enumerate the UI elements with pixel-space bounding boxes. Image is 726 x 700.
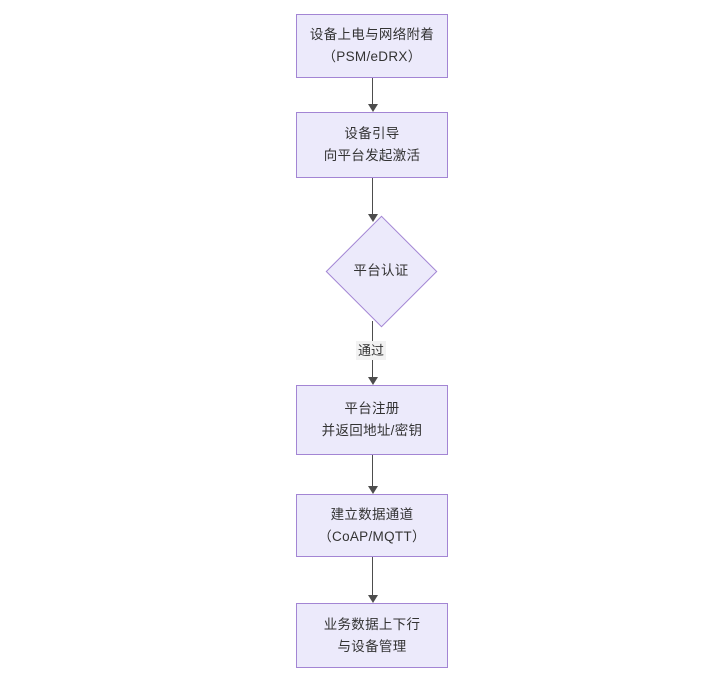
node-text-line: 设备上电与网络附着 bbox=[309, 27, 435, 42]
connector-n5-n6 bbox=[367, 557, 378, 603]
node-text-line: （CoAP/MQTT） bbox=[318, 528, 426, 544]
flow-node-device-bootstrap[interactable]: 设备引导 向平台发起激活 bbox=[296, 112, 448, 178]
node-text-line: 向平台发起激活 bbox=[323, 148, 421, 163]
arrowhead-icon bbox=[367, 104, 378, 112]
connector-line bbox=[372, 78, 373, 105]
node-text-line: 与设备管理 bbox=[337, 638, 407, 654]
node-text-line: 平台认证 bbox=[353, 263, 409, 278]
edge-label-pass: 通过 bbox=[356, 341, 387, 360]
flow-node-data-channel[interactable]: 建立数据通道 （CoAP/MQTT） bbox=[296, 494, 448, 557]
flow-node-platform-registration[interactable]: 平台注册 并返回地址/密钥 bbox=[296, 385, 448, 455]
connector-n2-n3 bbox=[367, 178, 378, 222]
node-text-line: 建立数据通道 bbox=[330, 506, 414, 522]
connector-line bbox=[372, 178, 373, 215]
arrowhead-icon bbox=[367, 377, 378, 385]
node-text-line: （PSM/eDRX） bbox=[322, 49, 422, 64]
arrowhead-icon bbox=[367, 595, 378, 603]
flow-node-device-power-on[interactable]: 设备上电与网络附着 （PSM/eDRX） bbox=[296, 14, 448, 78]
node-text-line: 平台注册 bbox=[344, 401, 400, 416]
node-text-line: 业务数据上下行 bbox=[323, 616, 421, 632]
connector-n4-n5 bbox=[367, 455, 378, 494]
node-text-line: 设备引导 bbox=[344, 126, 400, 141]
connector-line bbox=[372, 455, 373, 487]
arrowhead-icon bbox=[367, 214, 378, 222]
flow-node-business-data[interactable]: 业务数据上下行 与设备管理 bbox=[296, 603, 448, 668]
node-text-line: 并返回地址/密钥 bbox=[321, 423, 423, 438]
connector-n1-n2 bbox=[367, 78, 378, 112]
connector-line bbox=[372, 557, 373, 596]
flow-node-platform-auth-decision[interactable]: 平台认证 bbox=[325, 215, 437, 327]
arrowhead-icon bbox=[367, 486, 378, 494]
